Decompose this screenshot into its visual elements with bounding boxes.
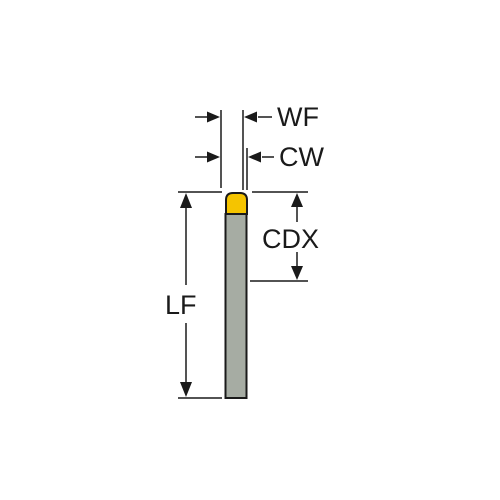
dimension-cw: CW	[195, 142, 324, 172]
extension-lines	[178, 110, 308, 399]
dimension-cdx: CDX	[262, 193, 319, 280]
dimension-wf: WF	[195, 102, 319, 132]
tool-shank	[224, 213, 248, 399]
arrow-down-icon	[291, 266, 303, 280]
cutting-insert	[225, 192, 248, 215]
label-cdx: CDX	[262, 224, 319, 254]
arrow-left-icon	[248, 151, 261, 163]
arrow-up-icon	[291, 193, 303, 207]
label-lf: LF	[165, 290, 197, 320]
label-cw: CW	[279, 142, 324, 172]
arrow-left-icon	[244, 111, 257, 123]
dimension-lf: LF	[165, 193, 197, 397]
arrow-up-icon	[180, 193, 192, 208]
arrow-right-icon	[207, 151, 220, 163]
arrow-right-icon	[207, 111, 220, 123]
label-wf: WF	[277, 102, 319, 132]
arrow-down-icon	[180, 382, 192, 397]
